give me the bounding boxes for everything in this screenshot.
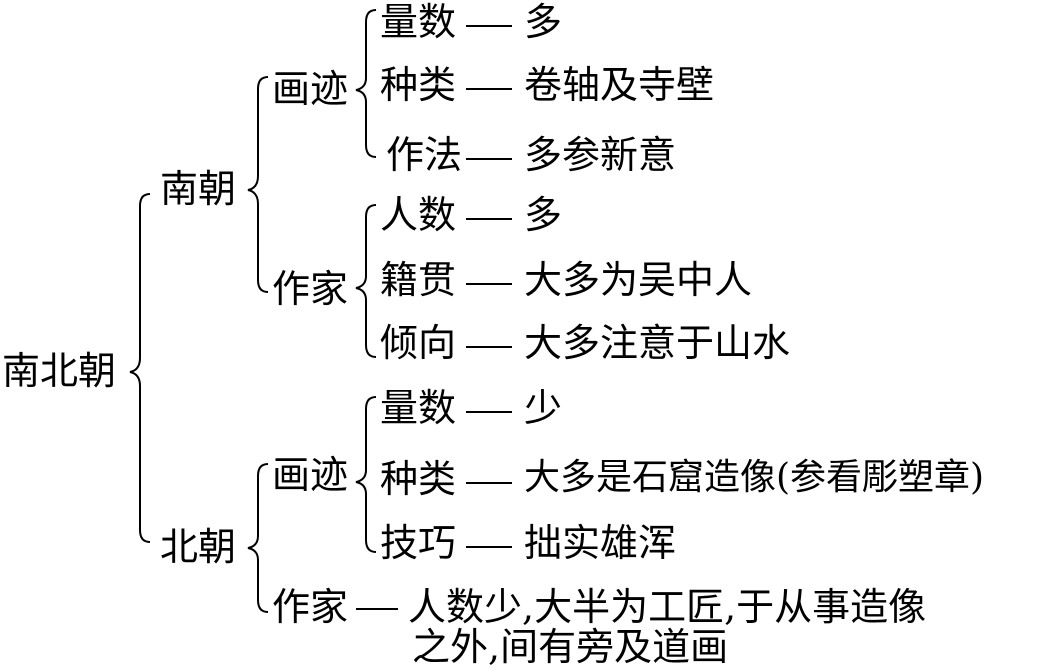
north-works-value-2: 拙实雄浑 bbox=[524, 521, 677, 565]
brace-south-artists bbox=[355, 204, 377, 358]
south-artists-key-0: 人数 bbox=[380, 193, 457, 237]
south-artists-value-1: 大多为吴中人 bbox=[524, 258, 753, 302]
south-works-label: 画迹 bbox=[272, 67, 349, 111]
brace-north-works bbox=[355, 396, 377, 553]
north-works-key-1: 种类 bbox=[380, 457, 457, 501]
connector-dash bbox=[466, 218, 512, 220]
connector-dash bbox=[466, 25, 512, 27]
connector-dash bbox=[356, 608, 398, 610]
connector-dash bbox=[466, 411, 512, 413]
north-artists-label: 作家 bbox=[272, 585, 349, 629]
north-works-label: 画迹 bbox=[272, 453, 349, 497]
south-works-value-0: 多 bbox=[524, 0, 563, 44]
connector-dash bbox=[466, 158, 512, 160]
connector-dash bbox=[466, 283, 512, 285]
root-label: 南北朝 bbox=[2, 349, 117, 393]
north-artists-value-line2: 之外,间有旁及道画 bbox=[412, 625, 729, 669]
south-artists-value-2: 大多注意于山水 bbox=[524, 321, 791, 365]
south-works-key-1: 种类 bbox=[380, 63, 457, 107]
brace-south-works bbox=[355, 9, 377, 158]
north-label: 北朝 bbox=[160, 525, 237, 569]
south-works-value-1: 卷轴及寺壁 bbox=[524, 63, 715, 107]
south-artists-key-1: 籍贯 bbox=[380, 258, 457, 302]
north-works-value-0: 少 bbox=[524, 386, 563, 430]
connector-dash bbox=[466, 482, 512, 484]
north-works-value-1: 大多是石窟造像(参看彫塑章) bbox=[524, 457, 985, 498]
south-artists-value-0: 多 bbox=[524, 193, 563, 237]
connector-dash bbox=[466, 346, 512, 348]
south-works-key-2: 作法 bbox=[386, 133, 463, 177]
north-works-key-0: 量数 bbox=[380, 386, 457, 430]
connector-dash bbox=[466, 546, 512, 548]
connector-dash bbox=[466, 88, 512, 90]
brace-root bbox=[129, 193, 151, 543]
brace-south bbox=[247, 76, 269, 293]
brace-north bbox=[247, 463, 269, 613]
south-artists-label: 作家 bbox=[272, 267, 349, 311]
north-works-key-2: 技巧 bbox=[380, 521, 457, 565]
south-artists-key-2: 倾向 bbox=[380, 321, 457, 365]
south-works-value-2: 多参新意 bbox=[524, 133, 677, 177]
north-artists-value-line1: 人数少,大半为工匠,于从事造像 bbox=[408, 585, 927, 629]
south-label: 南朝 bbox=[160, 167, 237, 211]
south-works-key-0: 量数 bbox=[380, 0, 457, 44]
